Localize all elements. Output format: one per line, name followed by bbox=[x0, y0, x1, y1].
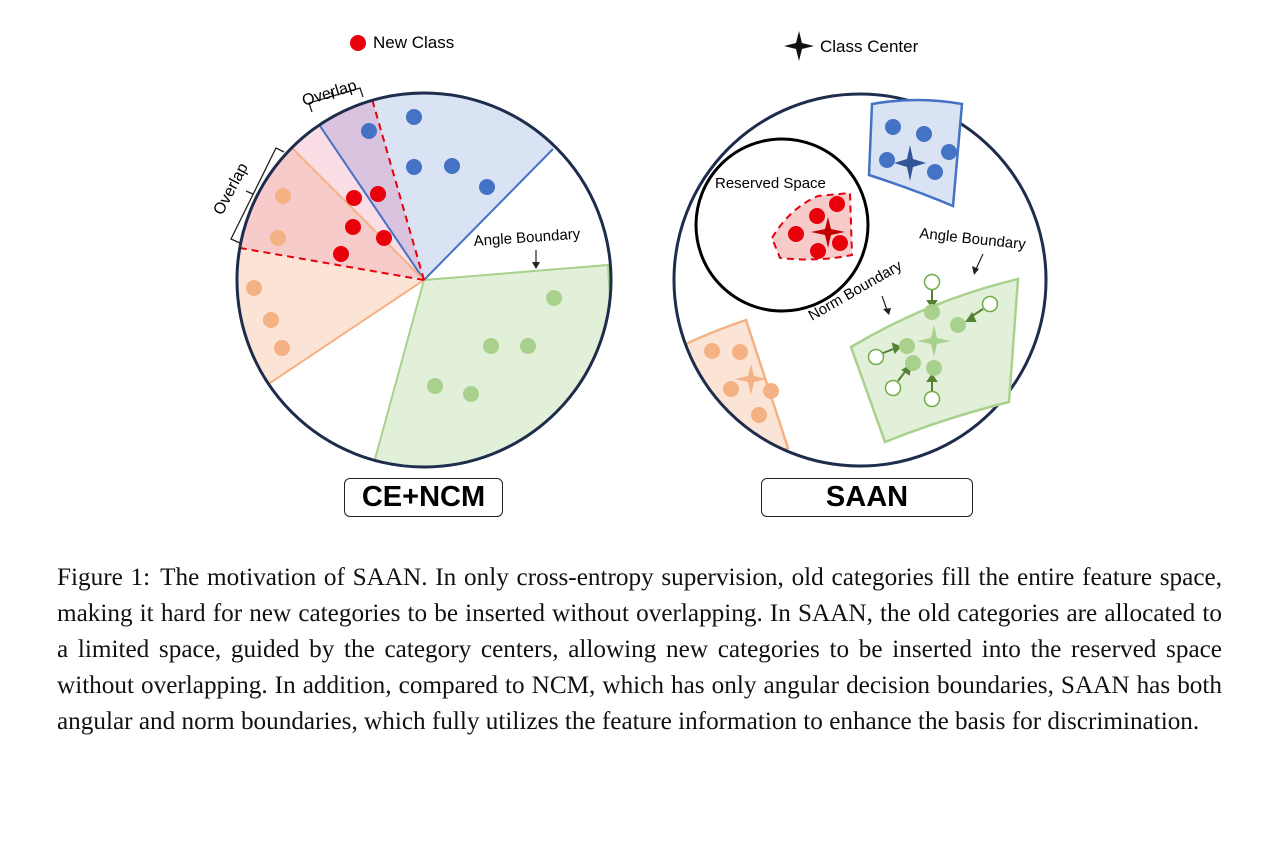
figure-1: New Class bbox=[211, 31, 1048, 517]
angle-boundary-label-right: Angle Boundary bbox=[919, 225, 1027, 253]
angle-boundary-label-left: Angle Boundary bbox=[473, 226, 581, 250]
caption-text: The motivation of SAAN. In only cross-en… bbox=[57, 564, 1222, 735]
legend-class-center-star bbox=[784, 31, 814, 61]
figure-caption: Figure 1:The motivation of SAAN. In only… bbox=[57, 560, 1222, 740]
panel-title-ce-ncm: CE+NCM bbox=[344, 478, 503, 517]
left-orange-points bbox=[246, 188, 291, 356]
left-blue-points bbox=[361, 109, 495, 195]
left-feature-space bbox=[235, 91, 613, 469]
legend-new-class-label: New Class bbox=[373, 33, 454, 52]
orange-class-center bbox=[735, 364, 767, 395]
green-class-center bbox=[917, 325, 951, 357]
panel-title-saan: SAAN bbox=[761, 478, 973, 517]
reserved-space-label: Reserved Space bbox=[715, 175, 826, 192]
right-feature-space bbox=[672, 92, 1048, 468]
right-green-hollow-points bbox=[867, 273, 999, 408]
legend-class-center-label: Class Center bbox=[820, 37, 919, 56]
right-orange-points bbox=[704, 343, 779, 423]
left-red-points bbox=[333, 186, 392, 262]
overlap-bracket-top bbox=[308, 87, 364, 113]
new-class-sector bbox=[237, 148, 424, 280]
figure-svg: New Class bbox=[211, 31, 1048, 469]
green-sector bbox=[370, 263, 611, 467]
right-green-points bbox=[899, 304, 966, 376]
reserved-space-circle bbox=[694, 137, 870, 313]
overlap-label-top: Overlap bbox=[300, 77, 359, 110]
legend-new-class-dot bbox=[350, 35, 366, 51]
overlap-bracket-left bbox=[230, 147, 285, 244]
left-green-points bbox=[427, 290, 562, 402]
left-sectors bbox=[237, 93, 611, 467]
blue-class-center bbox=[894, 145, 926, 181]
caption-label: Figure 1: bbox=[57, 564, 151, 591]
right-blue-points bbox=[879, 119, 957, 180]
red-class-center bbox=[811, 217, 845, 248]
right-red-points bbox=[788, 196, 848, 259]
right-green-arrows bbox=[882, 290, 984, 391]
